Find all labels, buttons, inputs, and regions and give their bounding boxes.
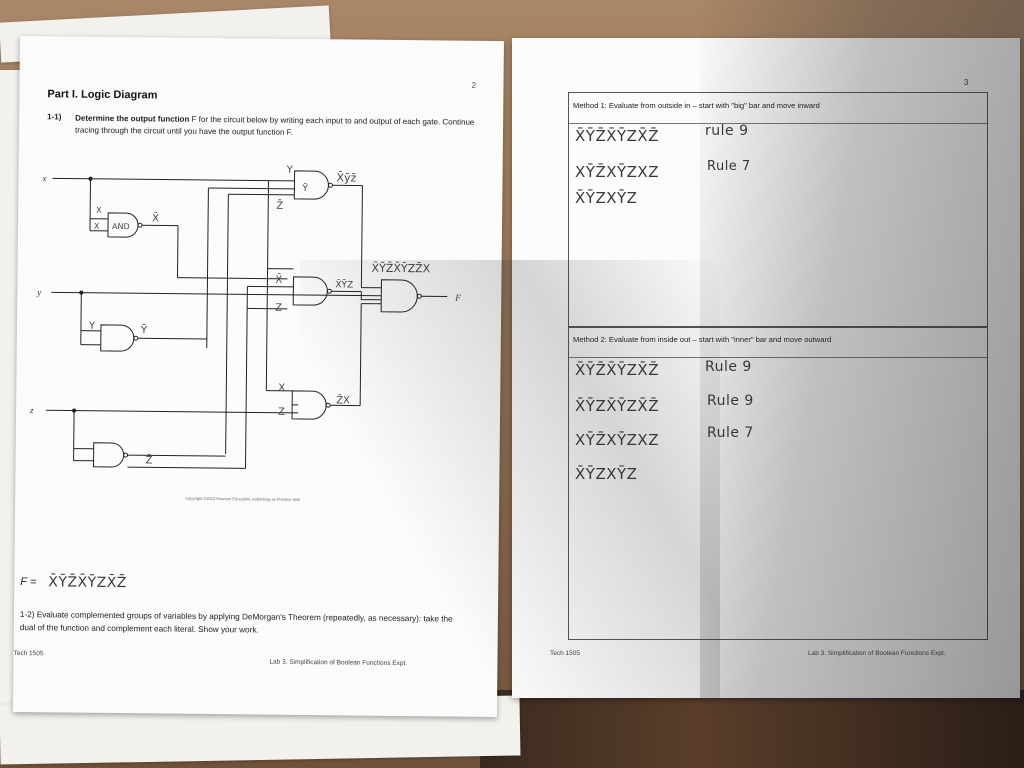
page-number: 3: [964, 78, 969, 87]
f-equals-label: F =: [20, 576, 37, 589]
hand-z-mid: Z: [275, 303, 282, 314]
method-1-header-text: Method 1: Evaluate from outside in – sta…: [573, 101, 820, 110]
question-number: 1-1): [47, 112, 62, 122]
footer-course: Tech 1505: [550, 650, 580, 657]
method-1-line-2: XȲZ̄XȲZXZ: [575, 163, 659, 181]
method-1-box: Method 1: Evaluate from outside in – sta…: [568, 92, 988, 328]
method-1-rule-2: Rule 7: [707, 159, 751, 174]
input-y-label: y: [36, 287, 41, 297]
method-1-line-3: X̄ȲZXȲZ: [575, 189, 638, 207]
method-1-header: Method 1: Evaluate from outside in – sta…: [569, 93, 987, 124]
question-bold: Determine the output function: [75, 113, 190, 124]
output-f-label: F: [454, 293, 461, 303]
hand-xbar: X̄: [152, 212, 159, 225]
method-2-rule-3: Rule 7: [707, 425, 754, 441]
input-x-label: x: [41, 173, 46, 183]
f-handwritten-answer: X̄ȲZ̄X̄ȲZX̄Z̄: [48, 574, 128, 592]
method-2-rule-2: Rule 9: [707, 393, 754, 409]
worksheet-page-2: 2 Part I. Logic Diagram 1-1) Determine t…: [12, 36, 504, 718]
method-2-line-1: X̄ȲZ̄X̄ȲZX̄Z̄: [575, 361, 659, 379]
page-number: 2: [471, 80, 477, 90]
question-text: Determine the output function F for the …: [75, 113, 475, 141]
hand-final-expression: X̄ȲZ̄X̄ȲZZ̄X: [372, 262, 431, 276]
dark-table-edge: [480, 690, 1024, 768]
hand-ybar2: Ȳ: [140, 323, 148, 336]
method-1-line-1: X̄ȲZ̄X̄ȲZX̄Z̄: [575, 127, 659, 145]
question-2-text: 1-2) Evaluate complemented groups of var…: [19, 610, 453, 635]
hand-x-bot: X: [94, 222, 100, 231]
input-z-label: z: [29, 405, 34, 415]
hand-zbar-top: Z̄: [276, 199, 283, 212]
method-2-box: Method 2: Evaluate from inside out – sta…: [568, 326, 988, 640]
hand-output-gate2: X̄ȲZ: [335, 279, 353, 291]
method-2-rule-1: Rule 9: [705, 359, 752, 375]
hand-x3: X: [278, 383, 285, 394]
hand-output-gate3: Z̄X: [336, 394, 350, 407]
hand-y-in: Y: [286, 165, 294, 176]
hand-xbar-mid: X̄: [275, 273, 282, 286]
hand-output-gate1: X̄ȳz̄: [336, 171, 356, 184]
copyright-note: Copyright ©2013 Pearson Education, publi…: [185, 495, 300, 502]
hand-z3: Z: [278, 407, 285, 418]
hand-zbar-bottom: Z̄: [146, 454, 153, 467]
hand-ybar-top: Ȳ: [301, 183, 308, 194]
footer-lab-title: Lab 3. Simplification of Boolean Functio…: [808, 650, 946, 657]
hand-y2: Y: [88, 321, 96, 332]
method-2-line-3: XȲZ̄XȲZXZ: [575, 431, 659, 449]
method-1-rule-1: rule 9: [705, 123, 749, 139]
method-2-header: Method 2: Evaluate from inside out – sta…: [569, 327, 987, 358]
footer-lab-title: Lab 3. Simplification of Boolean Functio…: [269, 658, 408, 668]
page-title: Part I. Logic Diagram: [47, 88, 158, 102]
method-2-line-2: X̄ȲZX̄ȲZX̄Z̄: [575, 397, 659, 415]
method-2-line-4: X̄ȲZXȲZ: [575, 465, 638, 483]
method-2-header-text: Method 2: Evaluate from inside out – sta…: [573, 335, 832, 344]
hand-and-note: AND: [112, 222, 130, 231]
logic-circuit-diagram: x y z F AND X X X̄ Y Ȳ Z̄ X̄ȳz̄ X̄ Z X̄Ȳ…: [29, 165, 461, 469]
footer-course: Tech 1505: [13, 649, 44, 658]
hand-x-top: X: [96, 206, 102, 215]
worksheet-page-3: 3 Method 1: Evaluate from outside in – s…: [512, 38, 1020, 698]
